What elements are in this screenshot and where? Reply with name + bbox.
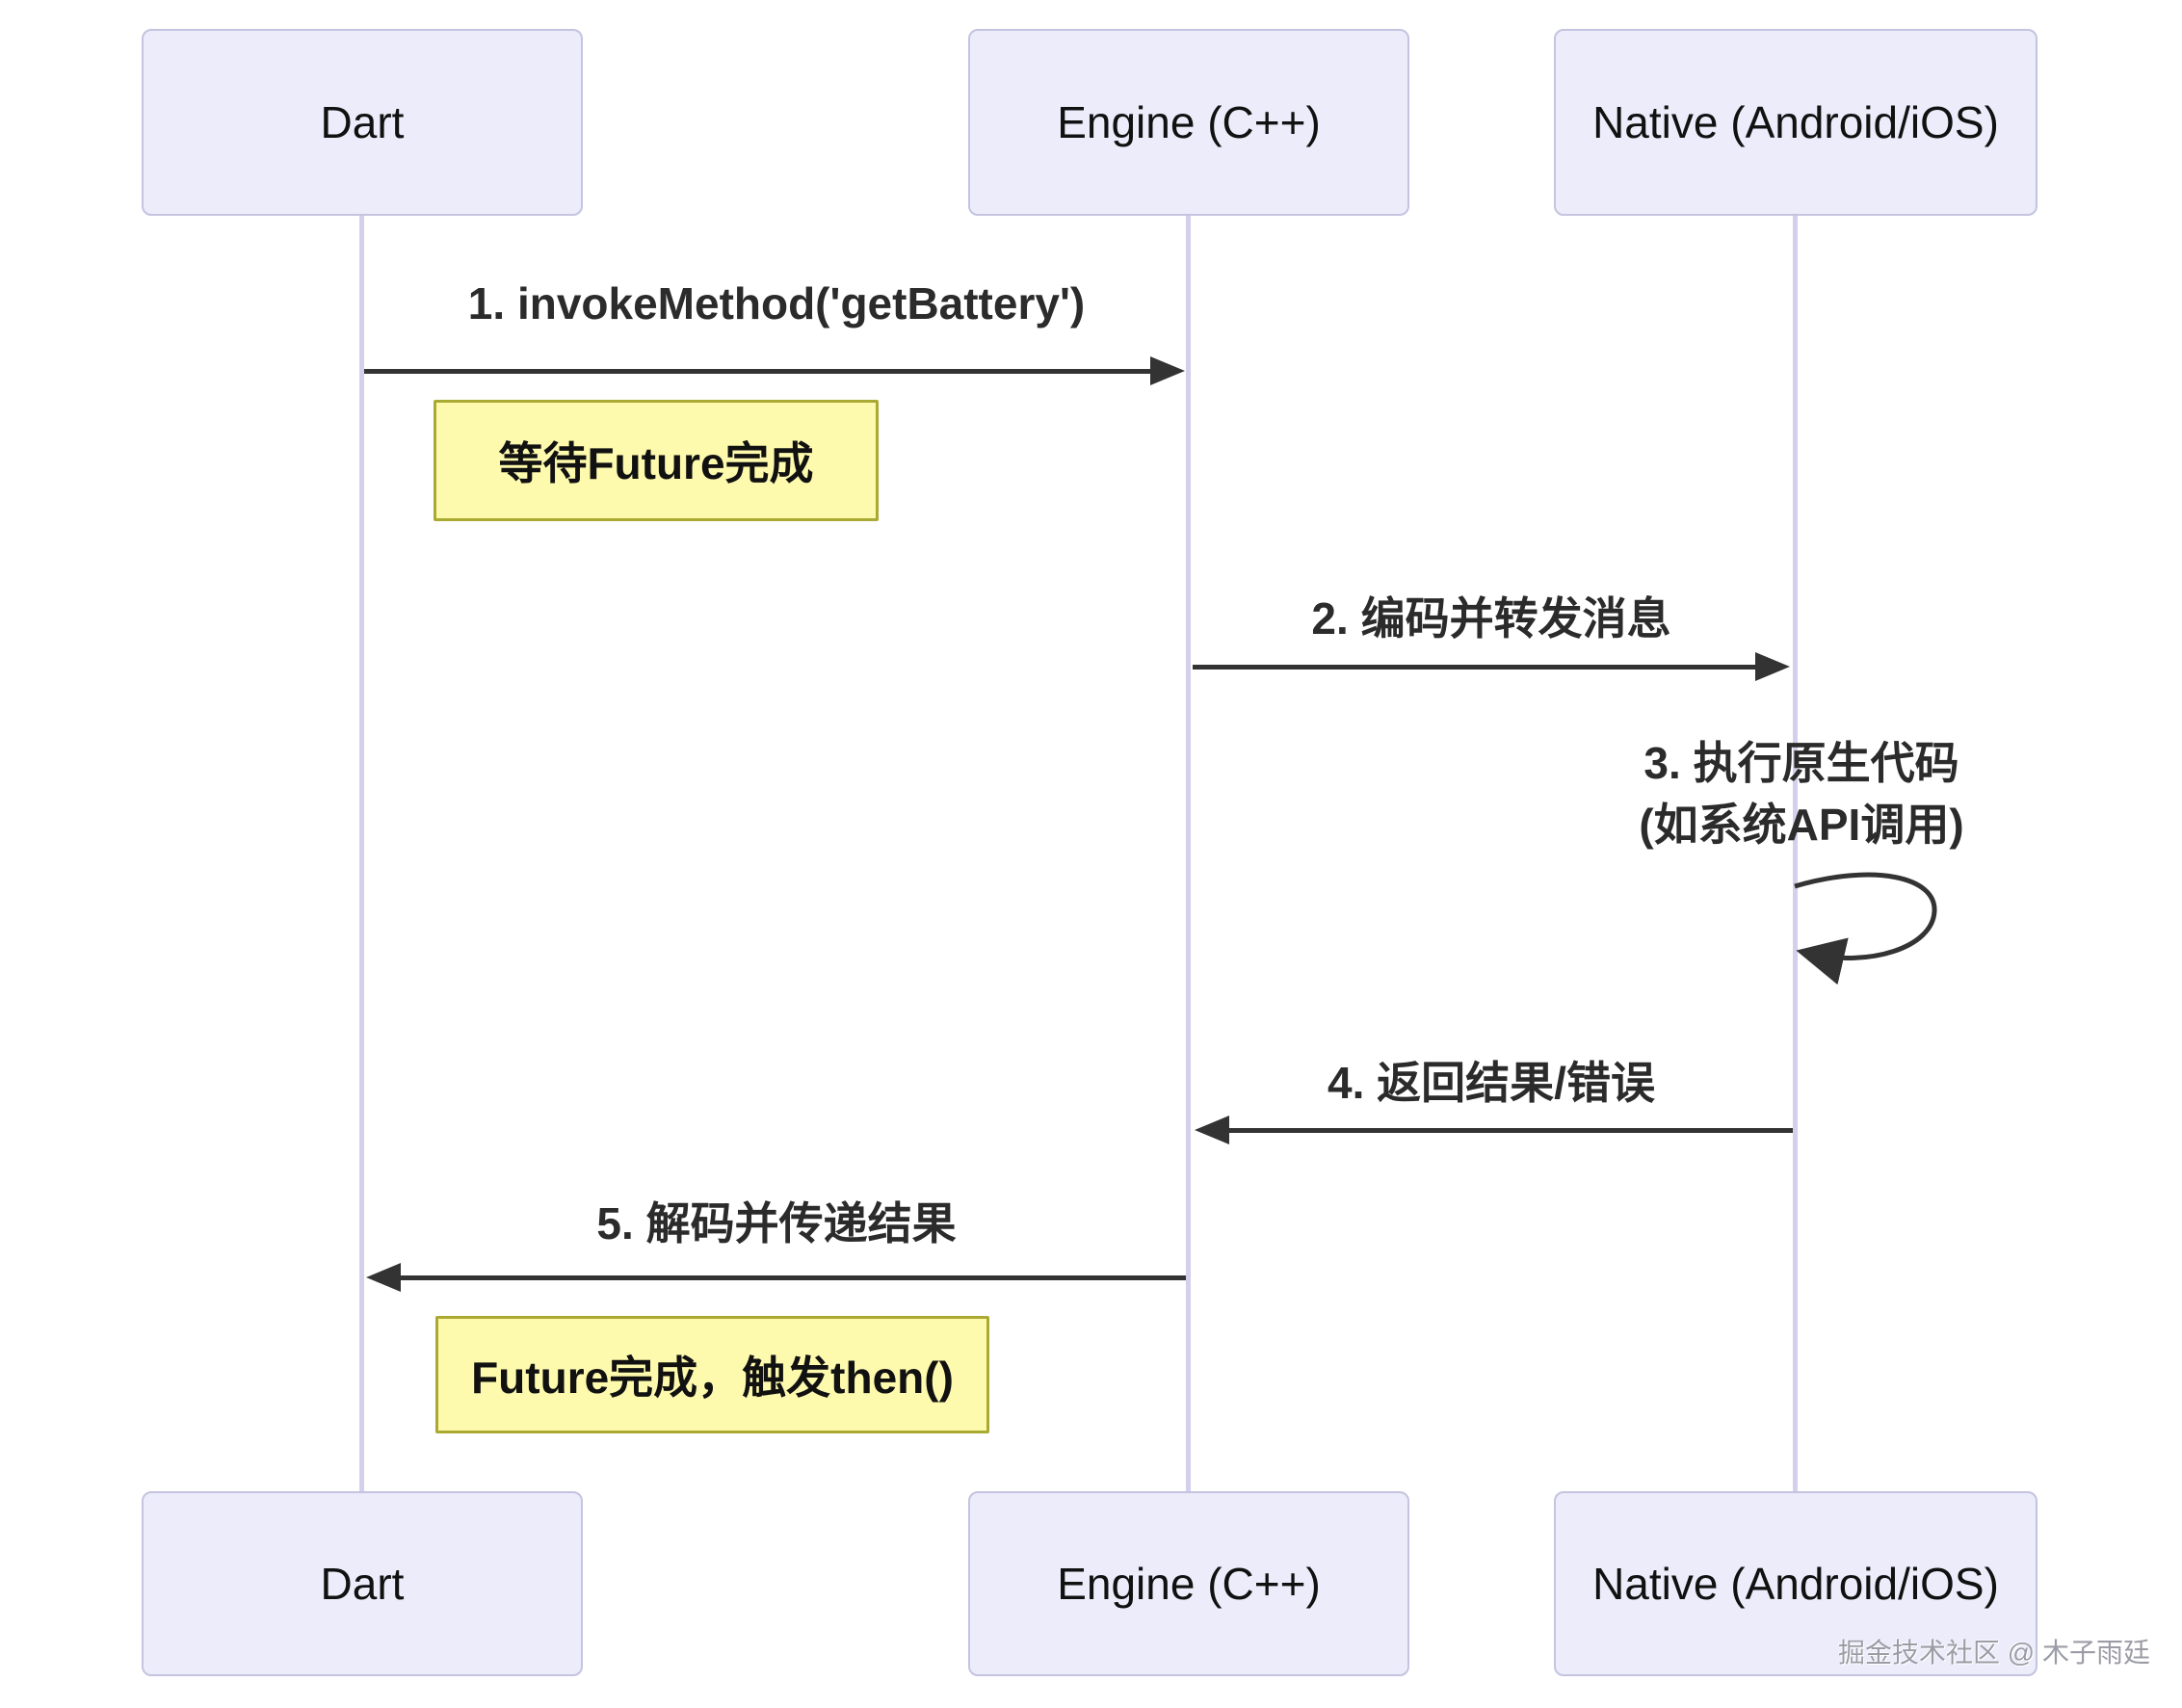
actor-box-native-top: Native (Android/iOS) <box>1554 29 2037 216</box>
arrowhead-left-icon <box>366 1263 401 1292</box>
note-future-then: Future完成，触发then() <box>435 1316 989 1433</box>
message-1-arrow <box>364 369 1152 374</box>
message-3-label: 3. 执行原生代码 (如系统API调用) <box>1599 732 2004 855</box>
message-2-arrow <box>1193 665 1757 670</box>
lifeline-dart <box>359 216 364 1491</box>
message-5-label: 5. 解码并传递结果 <box>596 1198 957 1248</box>
message-3-line2: (如系统API调用) <box>1639 800 1964 850</box>
message-3-line1: 3. 执行原生代码 <box>1643 738 1959 788</box>
message-1-label: 1. invokeMethod('getBattery') <box>467 278 1086 328</box>
arrowhead-left-icon <box>1195 1116 1229 1144</box>
actor-box-dart-bottom: Dart <box>142 1491 583 1676</box>
actor-box-dart-top: Dart <box>142 29 583 216</box>
note-wait-future: 等待Future完成 <box>434 400 879 521</box>
message-5-arrow <box>399 1275 1186 1280</box>
arrowhead-right-icon <box>1150 356 1185 385</box>
lifeline-native <box>1793 216 1798 1491</box>
lifeline-engine <box>1186 216 1191 1491</box>
arrowhead-right-icon <box>1755 652 1790 681</box>
watermark: 掘金技术社区 @ 木子雨廷 <box>1838 1638 2150 1668</box>
message-2-label: 2. 编码并转发消息 <box>1311 593 1671 644</box>
message-4-label: 4. 返回结果/错误 <box>1328 1058 1655 1108</box>
actor-box-engine-bottom: Engine (C++) <box>968 1491 1409 1676</box>
actor-box-native-bottom: Native (Android/iOS) <box>1554 1491 2037 1676</box>
actor-box-engine-top: Engine (C++) <box>968 29 1409 216</box>
self-loop-arrow <box>1794 872 1937 985</box>
message-4-arrow <box>1227 1128 1793 1133</box>
